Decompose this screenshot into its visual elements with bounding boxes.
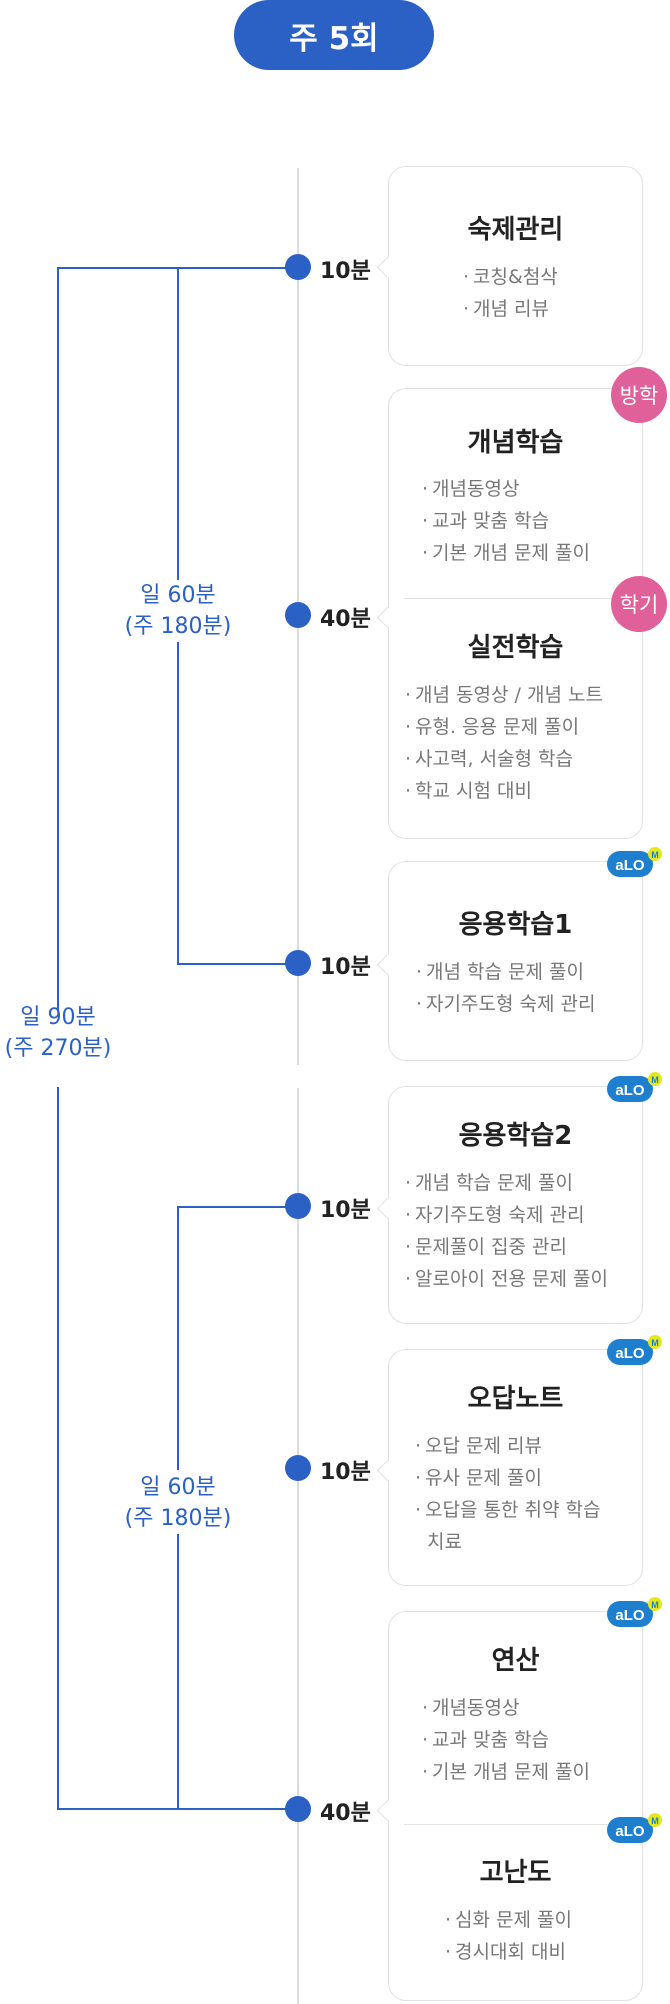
list-item: 교과 맞춤 학습 [422, 1724, 590, 1756]
card-pointer [376, 1459, 399, 1482]
list-item: 개념 동영상 / 개념 노트 [405, 679, 603, 711]
list-item: 개념 리뷰 [463, 293, 558, 325]
group-label-total: 일 90분(주 270분) [4, 1005, 112, 1061]
card-items: 오답 문제 리뷰 유사 문제 풀이 오답을 통한 취약 학습 치료 [415, 1430, 601, 1558]
list-item: 유형. 응용 문제 풀이 [405, 711, 603, 743]
card-items: 개념 동영상 / 개념 노트 유형. 응용 문제 풀이 사고력, 서술형 학습 … [405, 679, 603, 807]
timeline-dot [285, 254, 311, 280]
card-title: 숙제관리 [467, 215, 564, 245]
card-applied-2: 응용학습2 개념 학습 문제 풀이 자기주도형 숙제 관리 문제풀이 집중 관리… [376, 1086, 643, 1324]
list-item: 교과 맞춤 학습 [422, 505, 590, 537]
list-item: 학교 시험 대비 [405, 775, 603, 807]
list-item: 개념 학습 문제 풀이 [416, 956, 595, 988]
svg-text:aLO: aLO [615, 1345, 645, 1362]
svg-text:aLO: aLO [615, 1607, 645, 1624]
alo-logo-icon: aLO M [607, 847, 662, 877]
timeline-dot [285, 1796, 311, 1822]
frequency-pill: 주 5회 [234, 0, 434, 70]
list-item: 오답을 통한 취약 학습 [415, 1494, 600, 1526]
list-item: 개념 학습 문제 풀이 [405, 1167, 608, 1199]
list-item: 문제풀이 집중 관리 [405, 1231, 608, 1263]
svg-text:M: M [651, 850, 659, 860]
timeline-dot [285, 602, 311, 628]
bracket-lower-top [177, 1206, 179, 1470]
svg-text:aLO: aLO [615, 857, 645, 874]
svg-text:M: M [651, 1600, 659, 1610]
card-title: 응용학습2 [458, 1121, 573, 1151]
alo-logo-icon: aLO M [607, 1813, 662, 1843]
svg-text:M: M [651, 1075, 659, 1085]
svg-text:M: M [651, 1816, 659, 1826]
card-divider [404, 1824, 627, 1825]
card-pointer [376, 953, 399, 976]
card-title: 연산 [491, 1646, 540, 1676]
timeline-dot [285, 1455, 311, 1481]
card-pointer [376, 1197, 399, 1220]
duration-label: 40분 [320, 607, 371, 632]
group-label-upper: 일 60분(주 180분) [124, 583, 232, 639]
card-title: 오답노트 [467, 1384, 564, 1414]
card-items: 심화 문제 풀이 경시대회 대비 [445, 1904, 572, 1968]
alo-logo-icon: aLO M [607, 1335, 662, 1365]
list-item: 알로아이 전용 문제 풀이 [405, 1263, 608, 1295]
card-pointer [376, 606, 399, 629]
card-items: 개념동영상 교과 맞춤 학습 기본 개념 문제 풀이 [422, 473, 590, 569]
svg-text:aLO: aLO [615, 1823, 645, 1840]
card-title: 응용학습1 [458, 910, 573, 940]
card-title: 실전학습 [467, 633, 564, 663]
list-item: 자기주도형 숙제 관리 [405, 1199, 608, 1231]
card-pointer [376, 1799, 399, 1822]
list-item: 유사 문제 풀이 [415, 1462, 601, 1494]
list-item: 치료 [427, 1531, 462, 1553]
card-title: 개념학습 [467, 428, 564, 458]
bracket-outer-upper [57, 267, 59, 1011]
timeline-dot [285, 1193, 311, 1219]
svg-text:aLO: aLO [615, 1082, 645, 1099]
card-pointer [376, 256, 399, 279]
bracket-outer-lower [57, 1087, 59, 1809]
list-item: 개념동영상 [422, 473, 590, 505]
bracket-upper-bottom [177, 642, 179, 964]
card-homework: 숙제관리 코칭&첨삭 개념 리뷰 [376, 166, 643, 366]
duration-label: 10분 [320, 955, 371, 980]
card-items: 개념 학습 문제 풀이 자기주도형 숙제 관리 문제풀이 집중 관리 알로아이 … [405, 1167, 608, 1295]
card-wrong-answer-note: 오답노트 오답 문제 리뷰 유사 문제 풀이 오답을 통한 취약 학습 치료 [376, 1349, 643, 1586]
alo-logo-icon: aLO M [607, 1597, 662, 1627]
timeline-dot [285, 950, 311, 976]
duration-label: 10분 [320, 1198, 371, 1223]
badge-vacation: 방학 [611, 367, 667, 423]
card-items: 코칭&첨삭 개념 리뷰 [463, 261, 558, 325]
list-item: 코칭&첨삭 [463, 261, 558, 293]
bracket-lower-head [177, 1206, 297, 1208]
card-title: 고난도 [479, 1858, 552, 1888]
duration-label: 40분 [320, 1801, 371, 1826]
card-concept-practice: 개념학습 개념동영상 교과 맞춤 학습 기본 개념 문제 풀이 실전학습 개념 … [376, 388, 643, 839]
card-divider [404, 598, 627, 599]
list-item: 경시대회 대비 [445, 1936, 572, 1968]
group-label-lower: 일 60분(주 180분) [124, 1475, 232, 1531]
bracket-upper-foot [177, 963, 297, 965]
list-item: 사고력, 서술형 학습 [405, 743, 603, 775]
list-item: 개념동영상 [422, 1692, 590, 1724]
duration-label: 10분 [320, 259, 371, 284]
alo-logo-icon: aLO M [607, 1072, 662, 1102]
timeline-line-lower [297, 1088, 299, 2004]
bracket-lower-bottom [177, 1534, 179, 1810]
list-item: 오답 문제 리뷰 [415, 1430, 601, 1462]
card-items: 개념 학습 문제 풀이 자기주도형 숙제 관리 [416, 956, 595, 1020]
card-items: 개념동영상 교과 맞춤 학습 기본 개념 문제 풀이 [422, 1692, 590, 1788]
list-item: 기본 개념 문제 풀이 [422, 537, 590, 569]
card-applied-1: 응용학습1 개념 학습 문제 풀이 자기주도형 숙제 관리 [376, 861, 643, 1061]
svg-text:M: M [651, 1338, 659, 1348]
list-item: 자기주도형 숙제 관리 [416, 988, 595, 1020]
list-item: 기본 개념 문제 풀이 [422, 1756, 590, 1788]
duration-label: 10분 [320, 1460, 371, 1485]
list-item: 심화 문제 풀이 [445, 1904, 572, 1936]
bracket-upper-top [177, 267, 179, 580]
card-calc-advanced: 연산 개념동영상 교과 맞춤 학습 기본 개념 문제 풀이 고난도 심화 문제 … [376, 1611, 643, 2001]
badge-semester: 학기 [611, 576, 667, 632]
